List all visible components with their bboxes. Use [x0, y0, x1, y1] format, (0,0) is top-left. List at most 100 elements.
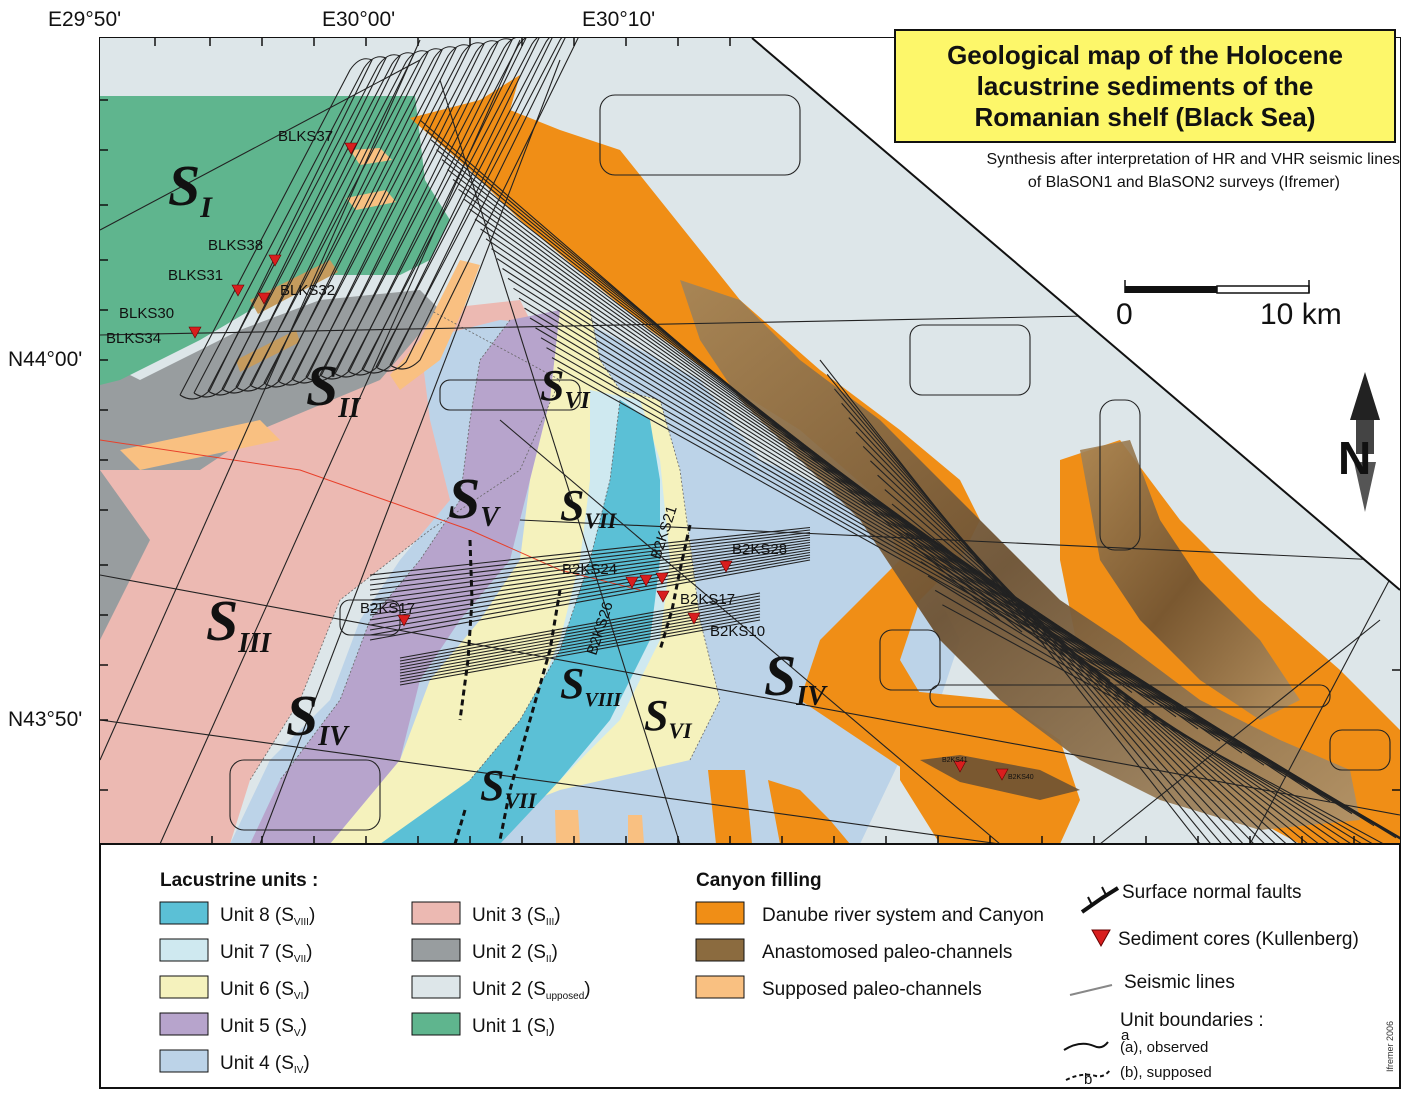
legend-mark-b: b: [1084, 1071, 1092, 1088]
unit-label-s2: SII: [306, 353, 361, 424]
unit-label-s6-north: SVI: [540, 361, 591, 414]
sediment-core-marker: [687, 612, 701, 625]
latitude-tick-43-50: N43°50': [8, 708, 82, 731]
unit-label-s8: SVIII: [560, 659, 622, 711]
sediment-core-marker: [268, 254, 282, 267]
unit-label-s1: SI: [168, 153, 213, 224]
longitude-tick-30-00: E30°00': [322, 8, 395, 31]
legend-boundaries-label: Unit boundaries :: [1120, 1010, 1264, 1031]
legend-supposed-boundary-icon: [1065, 1069, 1111, 1081]
zone-unit-8: [380, 400, 660, 844]
unit-label-s4-west: SIV: [286, 683, 350, 752]
legend-swatch-unit2: [411, 938, 461, 962]
sediment-core-marker: [257, 292, 271, 305]
surface-normal-faults: [453, 524, 692, 844]
legend-label-unit2-supposed: Unit 2 (Supposed): [472, 979, 591, 1002]
legend-label-unit5: Unit 5 (SV): [220, 1016, 307, 1039]
legend-swatch-unit6: [159, 975, 209, 999]
legend-canyon-header: Canyon filling: [696, 870, 822, 891]
seismic-lines: [100, 38, 1400, 844]
legend-swatch-danube: [695, 901, 745, 925]
legend-seismic-label: Seismic lines: [1124, 972, 1235, 993]
unit-label-s3: SIII: [206, 588, 272, 659]
legend-label-supposed-channels: Supposed paleo-channels: [762, 979, 982, 1000]
legend-mark-a: a: [1121, 1027, 1130, 1044]
legend-faults-label: Surface normal faults: [1122, 882, 1302, 903]
legend-observed-boundary-icon: [1063, 1041, 1109, 1051]
legend-swatch-supposed-channels: [695, 975, 745, 999]
legend-core-marker-icon: [1091, 929, 1111, 948]
legend-swatch-anastomosed: [695, 938, 745, 962]
sediment-core-labels: BLKS37 BLKS38 BLKS31 BLKS32 BLKS30 BLKS3…: [106, 128, 1034, 781]
unit-label-s5: SV: [448, 466, 501, 533]
synthesis-line-2: of BlaSON1 and BlaSON2 surveys (Ifremer): [1028, 174, 1340, 191]
map-title-line-1: Geological map of the Holocene: [947, 40, 1343, 70]
sediment-core-marker: [656, 590, 670, 603]
core-label-b2ks17-west: B2KS17: [360, 600, 415, 617]
legend-supposed-label: (b), supposed: [1120, 1064, 1212, 1081]
zone-unit-5: [250, 310, 560, 844]
scale-start-label: 0: [1116, 298, 1133, 331]
sediment-core-marker: [344, 142, 358, 155]
core-label-blks37: BLKS37: [278, 128, 333, 145]
legend-label-unit1: Unit 1 (SI): [472, 1016, 555, 1039]
survey-boundary-diagonal: [751, 37, 1401, 591]
legend-label-unit2: Unit 2 (SII): [472, 942, 558, 965]
legend-swatch-unit2-supposed: [411, 975, 461, 999]
legend-swatch-unit8: [159, 901, 209, 925]
core-label-b2ks24: B2KS24: [562, 561, 617, 578]
legend-swatch-unit7: [159, 938, 209, 962]
north-arrow-label: N: [1338, 432, 1371, 484]
zone-supposed-channel-2: [390, 260, 480, 390]
legend-swatch-unit1: [411, 1012, 461, 1036]
map-title-line-3: Romanian shelf (Black Sea): [975, 102, 1316, 132]
map-title-line-2: lacustrine sediments of the: [977, 71, 1314, 101]
credit-text: Ifremer 2006: [1385, 1021, 1395, 1072]
sediment-core-marker: [397, 614, 411, 627]
graticule-ticks: [100, 38, 1400, 844]
legend-cores-label: Sediment cores (Kullenberg): [1118, 929, 1359, 950]
legend: Lacustrine units : Unit 8 (SVIII) Unit 7 …: [159, 870, 1395, 1088]
core-label-b2ks28: B2KS28: [732, 541, 787, 558]
sediment-core-marker: [655, 572, 669, 585]
sediment-core-marker: [625, 576, 639, 589]
zone-danube-patch-2: [768, 780, 850, 844]
legend-label-anastomosed: Anastomosed paleo-channels: [762, 942, 1012, 963]
longitude-tick-29-50: E29°50': [48, 8, 121, 31]
north-arrow-icon: N: [1338, 372, 1380, 512]
latitude-tick-44-00: N44°00': [8, 348, 82, 371]
zone-supposed-channel-5: [350, 148, 392, 165]
sediment-core-marker: [188, 326, 202, 339]
core-label-blks38: BLKS38: [208, 237, 263, 254]
core-label-b2ks17-east: B2KS17: [680, 591, 735, 608]
core-label-blks30: BLKS30: [119, 305, 174, 322]
legend-label-danube: Danube river system and Canyon: [762, 905, 1044, 926]
map-area: BLKS37 BLKS38 BLKS31 BLKS32 BLKS30 BLKS3…: [100, 38, 1400, 844]
unit-label-s6-south: SVI: [644, 691, 693, 743]
zone-supposed-channel-4: [628, 815, 644, 844]
core-label-blks34: BLKS34: [106, 330, 161, 347]
legend-label-unit7: Unit 7 (SVII): [220, 942, 312, 965]
zone-unit-7: [400, 390, 670, 844]
title-box: [894, 29, 1396, 143]
core-label-b2ks41: B2KS41: [942, 757, 968, 764]
zone-supposed-channel-3: [555, 810, 580, 844]
legend-seismic-line-icon: [1069, 984, 1113, 996]
long-transects: [100, 39, 1400, 844]
scale-bar: 0 10 km: [1116, 280, 1342, 331]
zone-supposed-channel-1: [120, 420, 280, 470]
sediment-core-markers: [188, 142, 1009, 781]
legend-canyon-items: Danube river system and CanyonAnastomose…: [695, 901, 1044, 1000]
unit-label-s7-north: SVII: [560, 481, 618, 533]
legend-lacustrine-header: Lacustrine units :: [160, 870, 318, 891]
sediment-core-marker: [231, 284, 245, 297]
zone-anastomosed-north: [1080, 440, 1300, 720]
legend-label-unit3: Unit 3 (SIII): [472, 905, 561, 928]
legend-swatch-unit3: [411, 901, 461, 925]
legend-label-unit8: Unit 8 (SVIII): [220, 905, 315, 928]
legend-label-unit6: Unit 6 (SVI): [220, 979, 310, 1002]
core-label-b2ks40: B2KS40: [1008, 774, 1034, 781]
sediment-core-marker: [719, 560, 733, 573]
sediment-core-marker: [995, 768, 1009, 781]
